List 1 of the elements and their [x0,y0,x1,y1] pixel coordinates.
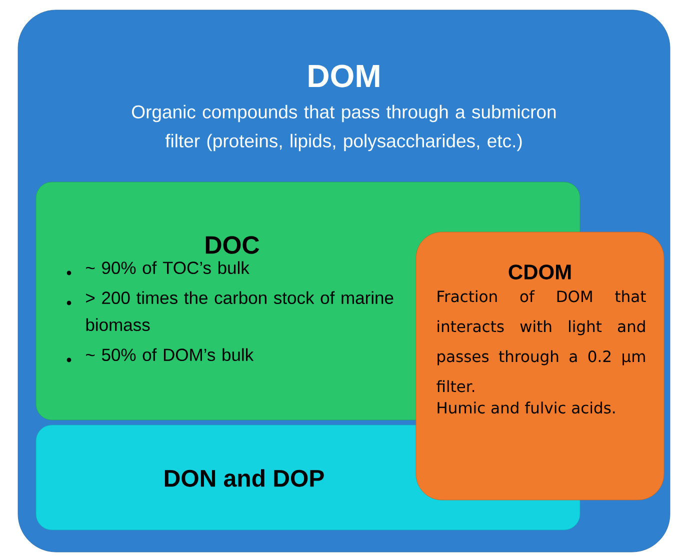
category-box: CDOM Fraction of DOM that interacts with light and passes through a 0.2 µm filter. Humic and fulvic acids. [416,232,664,500]
